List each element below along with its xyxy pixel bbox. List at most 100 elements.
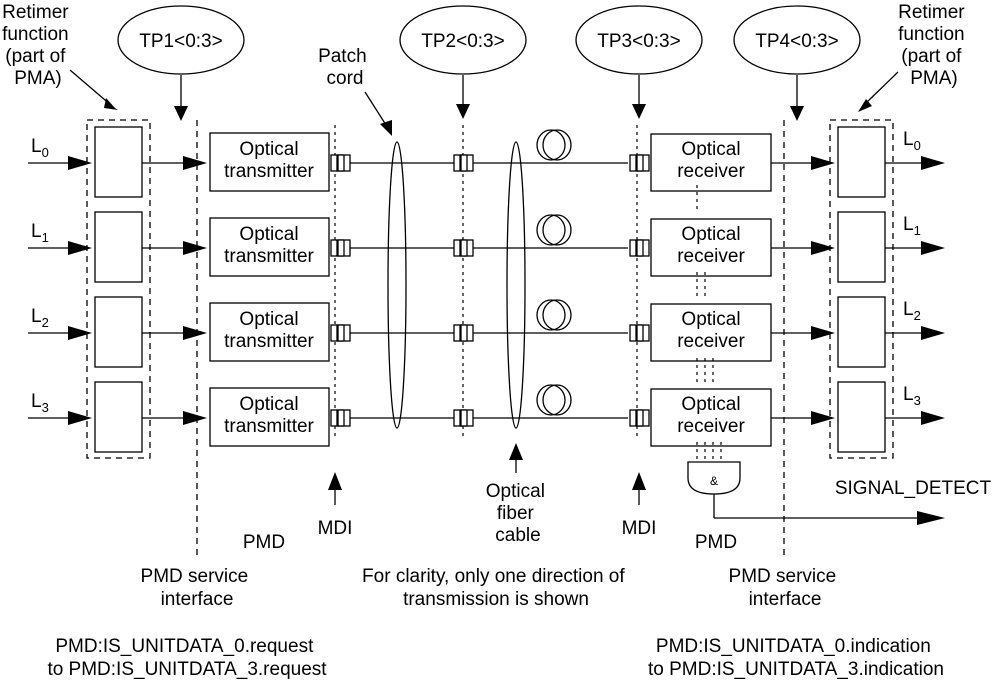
tp2-label: TP2<0:3> [421, 31, 504, 52]
mdi-left-connector [337, 154, 351, 172]
lane-input-arrow-icon [68, 411, 92, 425]
tp2-callout: TP2<0:3> [399, 5, 527, 75]
optical-transmitter-block [209, 387, 330, 447]
optical-transmitter-block [209, 132, 330, 192]
lane-output-label: L0 [903, 129, 921, 153]
tp2-connector [460, 154, 474, 172]
tp4-label: TP4<0:3> [755, 31, 838, 52]
retimer-left-label: Retimer function (part of PMA) [2, 2, 74, 89]
optical-receiver-block [650, 218, 772, 277]
retimer-left-block [94, 296, 143, 368]
mdi-right-label: MDI [622, 518, 657, 539]
lane-label: L3 [31, 391, 49, 415]
optical-transmitter-block [209, 217, 330, 277]
receiver-to-retimer-arrow-icon [811, 156, 835, 170]
mdi-left-label: MDI [318, 518, 353, 539]
lane-output-label: L3 [903, 384, 921, 408]
retimer-left-block [94, 211, 143, 283]
mdi-right-connector [636, 154, 650, 172]
tp3-arrow-icon [632, 104, 646, 119]
receiver-to-retimer-arrow-icon [811, 241, 835, 255]
retimer-right-block [837, 126, 886, 198]
optical-transmitter-block [209, 302, 330, 362]
pmd-left-label: PMD [243, 532, 285, 553]
fiber-coil-icon [536, 214, 572, 246]
retimer-right-block [837, 381, 886, 453]
optical-receiver-block [650, 388, 772, 447]
and-gate-symbol: & [710, 474, 718, 488]
retimer-to-transmitter-arrow-icon [183, 241, 207, 255]
retimer-to-transmitter-arrow-icon [183, 156, 207, 170]
mdi-left-connector [337, 239, 351, 257]
patch-cord-label: Patch cord [318, 46, 372, 89]
lane-output-arrow-icon [921, 326, 945, 340]
mdi-right-connector [636, 239, 650, 257]
retimer-right-label: Retimer function (part of PMA) [898, 2, 970, 89]
tp2-connector [460, 324, 474, 342]
lane-input-arrow-icon [68, 326, 92, 340]
and-gate-icon: & [687, 461, 741, 495]
retimer-right-group [829, 119, 894, 459]
clarity-note: For clarity, only one direction of trans… [362, 566, 630, 610]
fiber-cable-bundle [506, 141, 526, 429]
tp4-arrow-icon [790, 106, 804, 121]
request-text: PMD:IS_UNITDATA_0.request to PMD:IS_UNIT… [47, 636, 327, 680]
pmd-right-label: PMD [695, 532, 737, 553]
lane-output-arrow-icon [921, 241, 945, 255]
signal-detect-label: SIGNAL_DETECT [835, 478, 992, 499]
retimer-to-transmitter-arrow-icon [183, 326, 207, 340]
service-interface-left-label: PMD service interface [141, 566, 254, 610]
tp2-connector [460, 409, 474, 427]
lane-output-label: L2 [903, 299, 921, 323]
retimer-right-arrow-icon [858, 99, 872, 112]
lane-label: L0 [31, 136, 49, 160]
tp1-label: TP1<0:3> [139, 31, 222, 52]
indication-text: PMD:IS_UNITDATA_0.indication to PMD:IS_U… [648, 636, 944, 680]
optical-receiver-block [650, 303, 772, 362]
patch-cord-bundle [387, 141, 407, 429]
lane-label: L2 [31, 306, 49, 330]
mdi-left-connector [337, 324, 351, 342]
receiver-to-retimer-arrow-icon [811, 411, 835, 425]
fiber-coil-icon [536, 299, 572, 331]
mdi-left-arrow-icon [328, 472, 342, 490]
lane-output-label: L1 [903, 214, 921, 238]
retimer-left-block [94, 126, 143, 198]
fiber-coil-icon [536, 384, 572, 416]
receiver-to-retimer-arrow-icon [811, 326, 835, 340]
lane-input-arrow-icon [68, 241, 92, 255]
retimer-to-transmitter-arrow-icon [183, 411, 207, 425]
signal-detect-arrow-icon [917, 511, 945, 525]
optical-receiver-block [650, 133, 772, 192]
tp3-label: TP3<0:3> [597, 31, 680, 52]
retimer-right-block [837, 296, 886, 368]
tp1-arrow-icon [174, 106, 188, 121]
tp1-callout: TP1<0:3> [117, 5, 245, 75]
fiber-cable-arrow-icon [509, 443, 523, 460]
mdi-right-arrow-icon [632, 472, 646, 490]
lane-output-arrow-icon [921, 411, 945, 425]
retimer-right-block [837, 211, 886, 283]
retimer-left-group [86, 119, 151, 459]
lane-output-arrow-icon [921, 156, 945, 170]
tp4-callout: TP4<0:3> [733, 5, 861, 75]
patch-cord-arrow-icon [380, 120, 392, 136]
optical-fiber-cable-label: Optical fiber cable [486, 481, 550, 546]
mdi-left-connector [337, 409, 351, 427]
tp3-callout: TP3<0:3> [575, 5, 703, 75]
